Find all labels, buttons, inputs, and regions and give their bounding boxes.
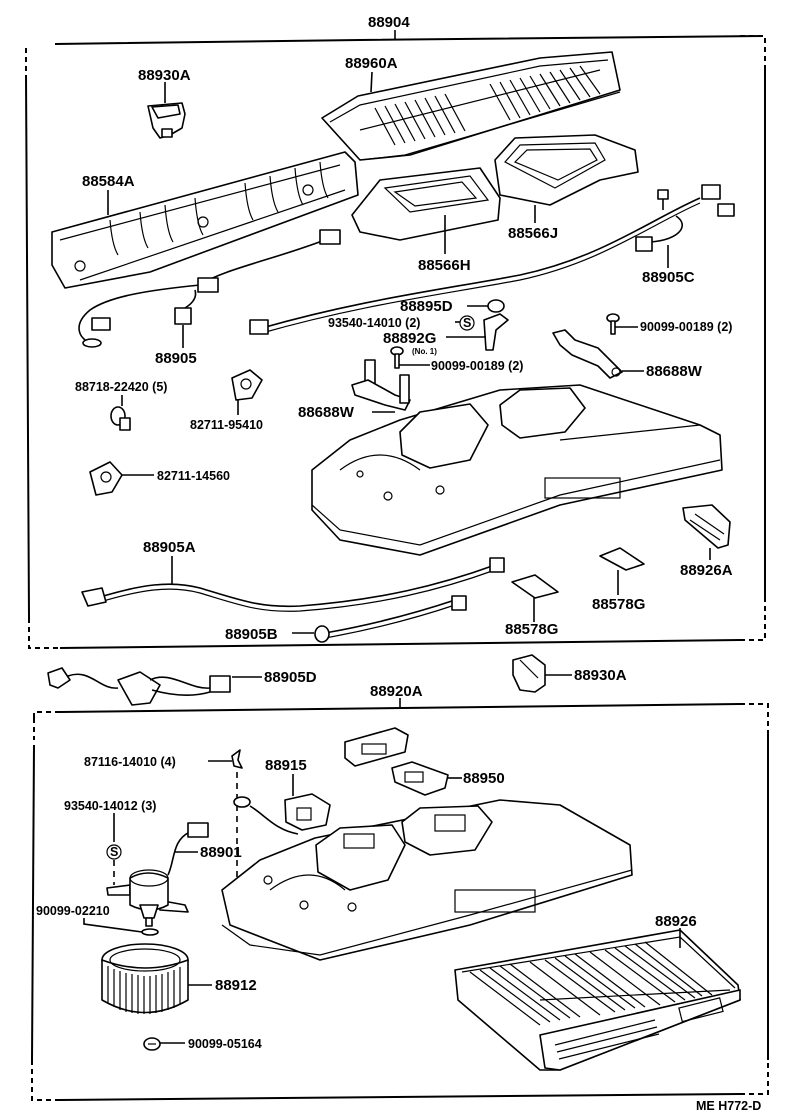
label-93540-14010: 93540-14010 (2) [328, 316, 420, 330]
label-88904: 88904 [368, 14, 410, 31]
part-87116-14010-clip [208, 749, 243, 880]
label-88892G-note: (No. 1) [412, 347, 437, 356]
part-88905D-harness [47, 667, 262, 706]
label-90099-05164: 90099-05164 [188, 1037, 262, 1051]
lower-group-frame [31, 698, 769, 1101]
label-88688W-left: 88688W [298, 404, 355, 421]
part-88688W-left-bracket [351, 359, 411, 413]
part-88930A-switch-lower [512, 654, 572, 693]
part-82711-95410-holder [231, 369, 263, 415]
part-90099-00189-screw-a [390, 346, 430, 369]
part-88905A-harness [81, 556, 505, 612]
label-88905B: 88905B [225, 626, 278, 643]
label-88905A: 88905A [143, 539, 196, 556]
label-88584A: 88584A [82, 173, 135, 190]
label-88930A-lower: 88930A [574, 667, 627, 684]
part-88895D-nut [467, 299, 505, 313]
label-88950: 88950 [463, 770, 505, 787]
label-90099-00189-a: 90099-00189 (2) [431, 359, 523, 373]
label-88905: 88905 [155, 350, 197, 367]
part-88930A-switch [147, 82, 186, 139]
label-88905D: 88905D [264, 669, 317, 686]
part-88905C-harness [249, 184, 735, 335]
part-88950-bracket [344, 727, 409, 767]
part-88578G-pad-b [599, 547, 645, 595]
part-88926A-vent [682, 504, 731, 560]
part-88926-filter [454, 928, 741, 1071]
label-88578G-a: 88578G [505, 621, 558, 638]
washer-symbol: S [455, 315, 475, 331]
part-82711-14560-holder [89, 461, 154, 496]
washer-symbol-text: S [463, 316, 471, 330]
part-88892G-bracket [446, 313, 509, 351]
part-88688W-right-bracket [552, 329, 644, 379]
label-88566H: 88566H [418, 257, 471, 274]
label-90099-00189-b: 90099-00189 (2) [640, 320, 732, 334]
part-88950-module [391, 761, 462, 796]
part-88718-22420-clip [110, 395, 131, 431]
part-90099-02210-washer [83, 918, 159, 936]
label-88566J: 88566J [508, 225, 558, 242]
label-93540-14012: 93540-14012 (3) [64, 799, 156, 813]
part-88912-blower-wheel [101, 943, 212, 1014]
part-93540-14012-washer: S [106, 813, 122, 885]
label-88920A: 88920A [370, 683, 423, 700]
part-88905B-harness [292, 595, 467, 643]
part-88960A-cover [321, 51, 621, 161]
label-90099-02210: 90099-02210 [36, 904, 110, 918]
label-88892G: 88892G [383, 330, 436, 347]
part-88578G-pad-a [511, 574, 559, 622]
part-88915-sensor [233, 774, 331, 835]
label-88912: 88912 [215, 977, 257, 994]
part-88905-harness [78, 229, 341, 348]
part-90099-00189-screw-b [606, 313, 638, 335]
label-88895D: 88895D [400, 298, 453, 315]
label-82711-95410: 82711-95410 [190, 418, 263, 432]
label-88926: 88926 [655, 913, 697, 930]
reference-code: ME H772-D [696, 1099, 761, 1113]
part-88566H-frame [351, 167, 501, 254]
label-88930A-top: 88930A [138, 67, 191, 84]
part-88901-motor [106, 822, 209, 927]
label-88905C: 88905C [642, 269, 695, 286]
washer-symbol-text-lower: S [110, 845, 118, 859]
label-88718-22420: 88718-22420 (5) [75, 380, 167, 394]
part-88584A-bracket [51, 151, 359, 289]
part-upper-housing [311, 384, 723, 556]
part-88566J-frame [494, 134, 639, 223]
label-88915: 88915 [265, 757, 307, 774]
part-90099-05164-nut [143, 1037, 185, 1051]
label-87116-14010: 87116-14010 (4) [84, 755, 176, 769]
part-lower-housing [221, 799, 633, 961]
label-88926A: 88926A [680, 562, 733, 579]
label-88578G-b: 88578G [592, 596, 645, 613]
upper-group-frame [25, 30, 766, 649]
label-88688W-right: 88688W [646, 363, 703, 380]
label-82711-14560: 82711-14560 [157, 469, 230, 483]
label-88960A: 88960A [345, 55, 398, 72]
label-88901: 88901 [200, 844, 242, 861]
